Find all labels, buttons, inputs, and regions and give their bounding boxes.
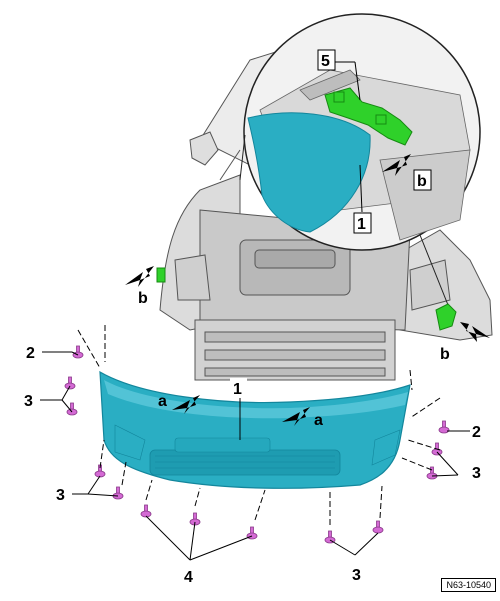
figure-reference: N63-10540 bbox=[441, 578, 496, 592]
callout-3-left-upper: 3 bbox=[24, 393, 33, 410]
inset-connector-right bbox=[419, 234, 451, 311]
arrow-label-a-right: a bbox=[314, 412, 323, 429]
dashed-lines bbox=[77, 325, 441, 525]
callout-box-1-inset bbox=[353, 212, 372, 234]
side-mirror bbox=[189, 131, 219, 166]
callout-1-inset: 1 bbox=[357, 216, 366, 233]
license-plate-recess bbox=[174, 437, 271, 453]
inset-connector-left bbox=[239, 134, 246, 181]
callout-box-b-inset bbox=[413, 169, 432, 191]
callout-2-right: 2 bbox=[472, 424, 481, 441]
detail-inset bbox=[243, 13, 481, 251]
screw-icon bbox=[438, 420, 450, 434]
callout-3-bottom: 3 bbox=[352, 567, 361, 584]
callout-5: 5 bbox=[321, 53, 330, 70]
screw-icon bbox=[72, 345, 84, 359]
callout-3-left-lower: 3 bbox=[56, 487, 65, 504]
arrow-label-a-left: a bbox=[158, 393, 167, 410]
leader-lines bbox=[40, 351, 470, 561]
callout-4-bottom: 4 bbox=[184, 569, 193, 586]
callout-3-right: 3 bbox=[472, 465, 481, 482]
screw-icon bbox=[140, 504, 152, 518]
arrow-label-b-right: b bbox=[440, 346, 450, 363]
callout-box-5 bbox=[317, 49, 336, 71]
screw-icon bbox=[372, 520, 384, 534]
screw-icon bbox=[112, 486, 124, 500]
hollow-arrow-icon bbox=[125, 154, 490, 426]
bumper-grille bbox=[149, 449, 341, 476]
callout-2-left: 2 bbox=[26, 345, 35, 362]
screw-icon bbox=[324, 530, 336, 544]
right-headlight bbox=[409, 259, 451, 311]
callout-1-bumper: 1 bbox=[233, 381, 242, 398]
inset-bumper bbox=[247, 112, 371, 233]
bracket-icon bbox=[156, 267, 457, 331]
arrow-label-b-left: b bbox=[138, 290, 148, 307]
arrow-label-b-inset: b bbox=[417, 173, 427, 190]
bumper-cover bbox=[99, 370, 411, 489]
left-headlight bbox=[174, 254, 211, 301]
screw-icon bbox=[64, 376, 76, 390]
screw-icon bbox=[66, 402, 78, 416]
